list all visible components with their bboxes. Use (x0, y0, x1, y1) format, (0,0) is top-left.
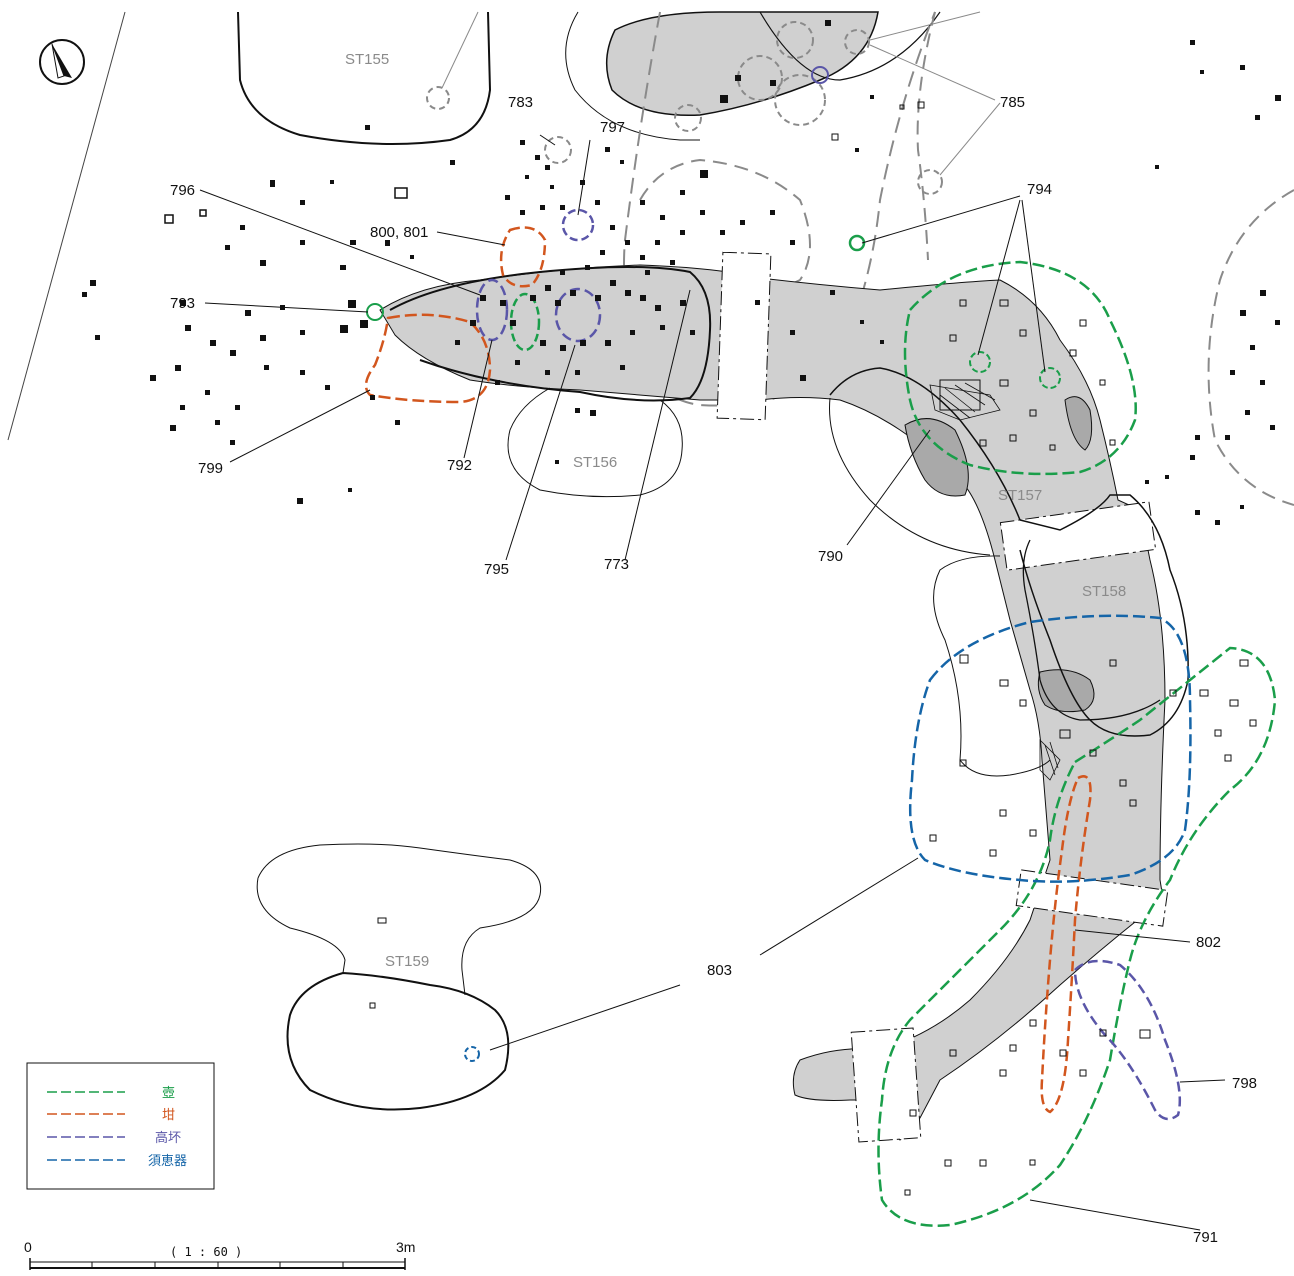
label-773: 773 (604, 556, 629, 573)
sueki-803-small (464, 1046, 480, 1062)
st159-outline-upper-left (256, 877, 346, 974)
scale-start: 0 (24, 1239, 32, 1255)
balk-4 (850, 1027, 922, 1143)
label-783: 783 (508, 94, 533, 111)
label-st158: ST158 (1082, 583, 1126, 600)
label-792: 792 (447, 457, 472, 474)
dark-inner-area-3 (1064, 396, 1093, 451)
label-799: 799 (198, 460, 223, 477)
label-796: 796 (170, 182, 195, 199)
gray-leader-lines (441, 11, 1001, 176)
st159-outline-lower (286, 971, 510, 1111)
label-791: 791 (1193, 1229, 1218, 1246)
legend-kan: 坩 (162, 1108, 175, 1123)
outline-773 (623, 11, 936, 407)
main-shaded-ditch (379, 264, 1166, 1141)
label-795: 795 (484, 561, 509, 578)
legend: 壺 坩 高坏 須恵器 (26, 1062, 215, 1190)
kan-799-outline (364, 313, 492, 404)
label-802: 802 (1196, 934, 1221, 951)
label-794: 794 (1027, 181, 1052, 198)
st156-outline (507, 387, 683, 498)
scale-end: 3m (396, 1239, 415, 1255)
dark-inner-area (904, 418, 969, 497)
label-798: 798 (1232, 1075, 1257, 1092)
tsubo-794-outline (903, 260, 1137, 476)
takatsuki-798-outline (1073, 959, 1182, 1121)
scale-bar: 0 3m ( 1 : 60 ) (24, 1239, 415, 1270)
artifact-fragments-right (1145, 40, 1281, 525)
label-803: 803 (707, 962, 732, 979)
label-797: 797 (600, 119, 625, 136)
st157-outline (829, 367, 1189, 737)
takatsuki-797-outline (561, 208, 595, 242)
label-st157: ST157 (998, 487, 1042, 504)
st158-inner (1022, 539, 1161, 721)
black-outline-st156-upper (389, 266, 712, 402)
kan-802-outline (1040, 775, 1092, 1114)
legend-takatsuki: 高坏 (155, 1130, 181, 1146)
gray-small-circles (426, 21, 943, 195)
takatsuki-center-outline (554, 287, 602, 343)
legend-sueki: 須恵器 (148, 1154, 187, 1169)
balk-3 (1015, 869, 1169, 927)
label-st159: ST159 (385, 953, 429, 970)
north-arrow-icon (39, 39, 85, 85)
sueki-803-outline (908, 614, 1192, 883)
st158-thin (933, 555, 1051, 777)
artifact-fragments-left (82, 180, 414, 504)
label-800-801: 800, 801 (370, 224, 428, 241)
balk-2 (999, 501, 1157, 571)
st159-outline-upper (257, 843, 542, 996)
tsubo-793-outline (366, 303, 384, 321)
label-st156: ST156 (573, 454, 617, 471)
scale-ratio: ( 1 : 60 ) (170, 1245, 242, 1259)
label-790: 790 (818, 548, 843, 565)
legend-tsubo: 壺 (162, 1086, 175, 1101)
st157-thin (829, 397, 991, 556)
leader-lines (199, 134, 1226, 1231)
balk-1 (716, 251, 772, 421)
dense-hatching-st157 (929, 382, 1061, 781)
outline-785-right (916, 11, 936, 261)
tsubo-small-1 (848, 234, 866, 252)
tsubo-small-3 (1039, 367, 1061, 389)
tsubo-small-2 (969, 351, 991, 373)
st155-outline (237, 11, 492, 145)
label-793: 793 (170, 295, 195, 312)
label-785: 785 (1000, 94, 1025, 111)
top-right-line (759, 11, 941, 81)
survey-line (7, 11, 126, 441)
label-st155: ST155 (345, 51, 389, 68)
artifact-fragments-cluster (365, 20, 884, 464)
top-thin-outline (565, 11, 700, 141)
tsubo-791-outline (877, 646, 1277, 1227)
dark-inner-area-2 (1037, 669, 1095, 713)
takatsuki-top-small (811, 66, 829, 84)
